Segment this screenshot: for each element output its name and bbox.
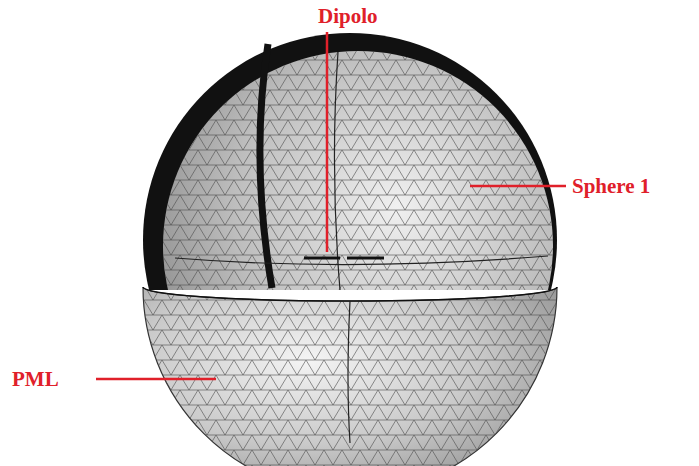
pml-lower-hemisphere	[143, 287, 557, 466]
part-label: Sphere 1	[572, 174, 650, 198]
cut-edge	[260, 44, 272, 288]
meridian	[334, 52, 340, 290]
pml-cap	[143, 33, 557, 290]
dipole-symbol	[304, 258, 384, 259]
part-label: PML	[12, 367, 59, 391]
leader-lines	[96, 32, 566, 379]
inner-equator	[175, 256, 548, 265]
part-label: Dipolo	[318, 4, 378, 28]
